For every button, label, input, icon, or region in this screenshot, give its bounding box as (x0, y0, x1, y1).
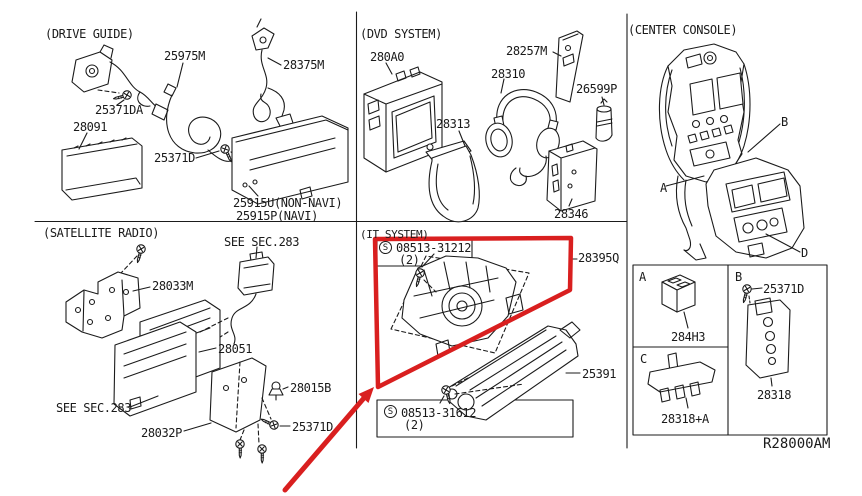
part-label-26599P: 26599P (576, 82, 617, 96)
screw-icon-legend-b (735, 282, 757, 304)
legend-grid (632, 264, 828, 436)
highlight-arrowhead (358, 387, 374, 403)
part-label-28091: 28091 (73, 120, 108, 134)
part-label-25371D-drive-guide: 25371D (154, 151, 195, 165)
part-label-28318-plus-A: 28318+A (661, 412, 709, 426)
drawing-center-console (658, 43, 751, 261)
highlight-arrow-line (282, 395, 367, 493)
highlight-box-28395Q (372, 235, 574, 390)
part-label-28375M: 28375M (283, 58, 324, 72)
part-label-28313: 28313 (436, 117, 471, 131)
drawing-coiled-cable-25975M (163, 83, 238, 168)
part-label-28032P: 28032P (141, 426, 182, 440)
standard-screw-symbol-icon: S (384, 405, 397, 418)
section-title-drive-guide: (DRIVE GUIDE) (45, 27, 134, 41)
part-label-284H3: 284H3 (671, 330, 706, 344)
drawing-cable-28375M (251, 18, 295, 131)
drawing-tuner-units-28051 (113, 299, 229, 417)
part-label-28310: 28310 (491, 67, 526, 81)
leader-screw-top (421, 253, 435, 268)
drawing-dvd-player-28346 (546, 140, 598, 212)
screw-qty-top: (2) (399, 253, 420, 267)
legend-letter-a: A (639, 270, 646, 284)
grommet-icon-28015B (268, 381, 284, 401)
ref-see-sec-283-top: SEE SEC.283 (224, 235, 300, 249)
part-label-28051: 28051 (218, 342, 253, 356)
part-label-28318: 28318 (757, 388, 792, 402)
section-title-center-console: (CENTER CONSOLE) (628, 23, 738, 37)
part-label-25915U-non-navi: 25915U(NON-NAVI) (233, 196, 343, 210)
ref-see-sec-283-bottom: SEE SEC.283 (56, 401, 132, 415)
part-label-28033M: 28033M (152, 279, 193, 293)
part-label-25391: 25391 (582, 367, 617, 381)
screw-icon-sat-radio-b2 (251, 442, 273, 464)
leader-lines-drive-guide (78, 57, 282, 197)
part-label-280A0: 280A0 (370, 50, 405, 64)
part-label-28257M: 28257M (506, 44, 547, 58)
drawing-switch-panel-25391 (446, 321, 581, 421)
drawing-usb-jack-284H3 (661, 274, 696, 329)
drawing-bracket-28033M (65, 271, 141, 339)
drawing-connector-28318A (647, 352, 716, 409)
part-label-28395Q: 28395Q (578, 251, 619, 265)
drawing-control-unit-28395Q (390, 255, 530, 357)
drawing-display-unit-25915U (231, 115, 349, 205)
section-title-satellite-radio: (SATELLITE RADIO) (43, 226, 160, 240)
part-label-28015B: 28015B (290, 381, 331, 395)
part-label-25371D-legend: 25371D (763, 282, 804, 296)
part-label-28346: 28346 (554, 207, 589, 221)
drawing-display-28091 (61, 137, 143, 201)
drawing-drive-guide-camera (71, 44, 169, 121)
assembly-dash-line (120, 255, 138, 274)
assembly-dash-line (423, 279, 437, 293)
drawing-headphone-bag-28313 (425, 140, 480, 223)
part-label-25371DA: 25371DA (95, 103, 143, 117)
legend-letter-b: B (735, 270, 742, 284)
part-label-25371D-sat-radio: 25371D (292, 420, 333, 434)
diagram-reference-code: R28000AM (763, 436, 831, 452)
leader-lines-dvd (385, 51, 605, 207)
leader-lines-sat-radio (129, 246, 291, 432)
highlight-annotations (282, 235, 574, 493)
leader-screw-bottom (439, 395, 445, 404)
callout-b-console: B (781, 115, 788, 129)
part-label-25975M: 25975M (164, 49, 205, 63)
drawing-bracket-28032P (209, 357, 272, 445)
section-title-dvd-system: (DVD SYSTEM) (360, 27, 442, 41)
legend-letter-c: C (640, 352, 647, 366)
screw-spec-bottom: 08513-31612 (401, 406, 477, 420)
screw-spec-top: 08513-31212 (396, 241, 472, 255)
assembly-dash-line (451, 376, 525, 395)
screw-qty-bottom: (2) (404, 418, 425, 432)
screw-icon-sat-radio-b1 (229, 437, 251, 459)
drawing-console-rear-panel (705, 157, 805, 259)
part-label-25915P-navi: 25915P(NAVI) (236, 209, 318, 223)
standard-screw-symbol-icon: S (379, 241, 392, 254)
callout-a-console: A (660, 181, 667, 195)
drawing-cylinder-26599P (595, 98, 613, 142)
section-dividers (34, 11, 628, 449)
section-title-it-system: (IT SYSTEM) (360, 228, 429, 241)
callout-d-console: D (801, 246, 808, 260)
drawing-bracket-28318 (745, 287, 791, 387)
drawing-remote-28257M (555, 30, 584, 103)
screw-icon-sat-radio-top (129, 242, 151, 264)
leader-lines-console (665, 123, 801, 253)
